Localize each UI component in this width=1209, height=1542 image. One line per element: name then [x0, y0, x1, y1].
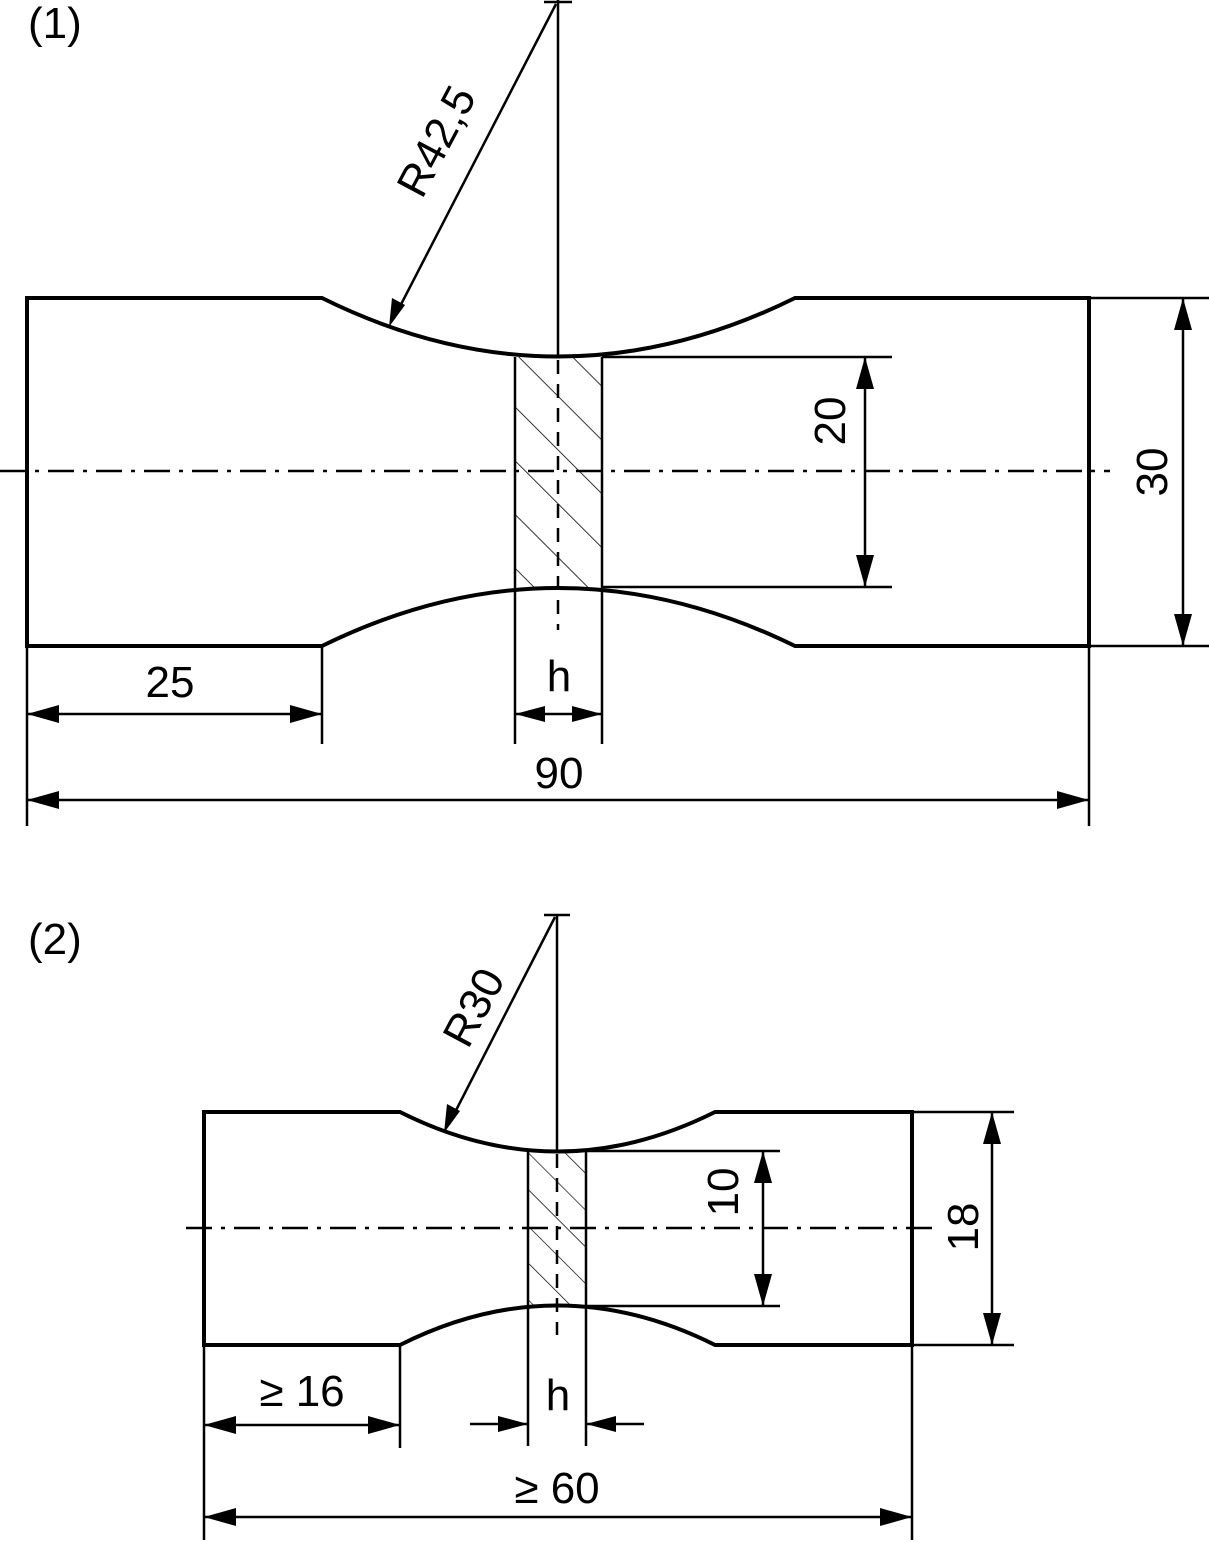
specimen-2-radius-arrowhead [444, 1104, 460, 1133]
specimen-1-length-arrow-left [27, 791, 59, 809]
specimen-2-overall-length-label: ≥ 60 [514, 1464, 599, 1513]
specimen-2: (2) R30 10 18 [28, 913, 1014, 1540]
specimen-1-overall-width-label: 30 [1128, 448, 1177, 497]
specimen-2-neck-arrow-top [754, 1151, 772, 1183]
specimen-2-width-arrow-bottom [983, 1313, 1001, 1345]
specimen-1-thickness-arrow-left [515, 706, 545, 722]
specimen-1-radius-leader [392, 3, 558, 319]
specimen-1-radius-arrowhead [389, 298, 405, 327]
specimen-2-radius-leader [447, 916, 557, 1125]
specimen-2-label: (2) [28, 915, 82, 964]
specimen-2-length-arrow-right [880, 1508, 912, 1526]
specimen-2-neck-width-label: 10 [699, 1168, 748, 1217]
specimen-2-radius-label: R30 [434, 960, 515, 1054]
specimen-1-neck-width-label: 20 [806, 397, 855, 446]
specimen-1-thickness-label: h [547, 652, 571, 701]
specimen-1-label: (1) [28, 0, 82, 48]
specimen-1-length-arrow-right [1057, 791, 1089, 809]
specimen-2-overall-width-label: 18 [939, 1203, 988, 1252]
specimen-1-neck-arrow-bottom [856, 555, 874, 587]
specimen-1-end-arrow-right [290, 705, 322, 723]
specimen-1-width-arrow-top [1174, 298, 1192, 330]
specimen-2-end-arrow-left [204, 1416, 236, 1434]
specimen-1-end-arrow-left [27, 705, 59, 723]
specimen-1-neck-arrow-top [856, 357, 874, 389]
specimen-1-thickness-arrow-right [572, 706, 602, 722]
specimen-2-end-length-label: ≥ 16 [259, 1367, 344, 1416]
specimen-2-width-arrow-top [983, 1112, 1001, 1144]
specimen-2-neck-arrow-bottom [754, 1274, 772, 1306]
specimen-1-end-length-label: 25 [146, 658, 195, 707]
specimen-2-length-arrow-left [204, 1508, 236, 1526]
specimen-1-radius-label: R42,5 [388, 78, 486, 205]
specimen-1-width-arrow-bottom [1174, 614, 1192, 646]
specimen-2-thickness-label: h [546, 1371, 570, 1420]
specimen-2-thickness-arrow-left [498, 1416, 528, 1432]
specimen-2-end-arrow-right [368, 1416, 400, 1434]
specimen-1: (1) R42,5 20 30 [0, 0, 1209, 826]
specimen-2-thickness-arrow-right [586, 1416, 616, 1432]
specimen-1-overall-length-label: 90 [535, 749, 584, 798]
